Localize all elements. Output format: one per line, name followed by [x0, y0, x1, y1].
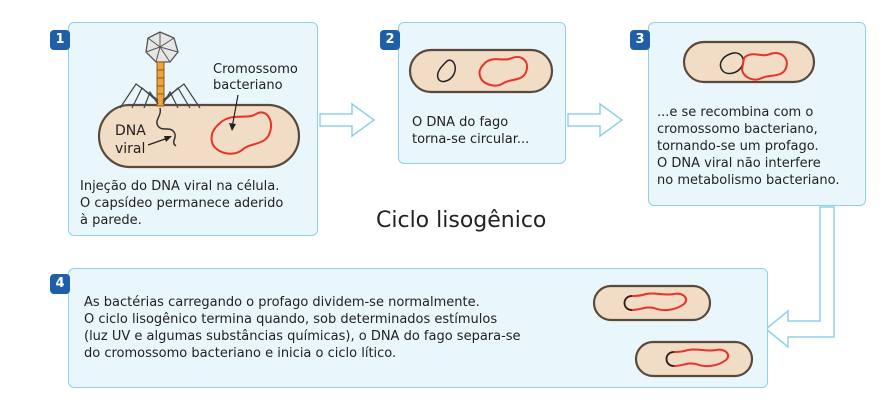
phage-dna-circle — [719, 52, 744, 75]
phage-dna-circle — [436, 59, 457, 83]
step-1-badge: 1 — [50, 30, 70, 50]
viral-dna-label: DNA viral — [115, 123, 146, 157]
step-3-text: ...e se recombina com o cromossomo bacte… — [657, 105, 840, 188]
bacterium-cell-top — [592, 284, 712, 322]
arrow-1-to-2 — [319, 102, 376, 138]
phage-capsid — [145, 31, 179, 63]
arrow-3-to-4 — [764, 206, 835, 349]
diagram-title: Ciclo lisogênico — [376, 208, 547, 233]
step-2-badge: 2 — [380, 30, 400, 50]
step-3-badge: 3 — [630, 30, 650, 50]
chromosome-label: Cromossomo bacteriano — [213, 62, 298, 93]
step-4-badge: 4 — [50, 274, 70, 294]
chromosome-loop — [740, 52, 788, 81]
phage-tail — [156, 61, 165, 107]
step-2-text: O DNA do fago torna-se circular... — [412, 115, 530, 147]
arrow-2-to-3 — [567, 102, 624, 138]
step-1-text: Injeção do DNA viral na célula. O capsíd… — [80, 179, 284, 228]
bacterium-cell — [97, 103, 301, 169]
chromosome-loop — [210, 111, 272, 155]
bacterium-cell-bottom — [634, 340, 754, 378]
viral-dna-strand — [156, 107, 177, 147]
bacterium-cell — [682, 40, 816, 84]
step-4-text: As bactérias carregando o profago divide… — [84, 295, 521, 361]
phage-tail-fibers — [119, 83, 201, 109]
chromosome-loop — [478, 56, 528, 87]
